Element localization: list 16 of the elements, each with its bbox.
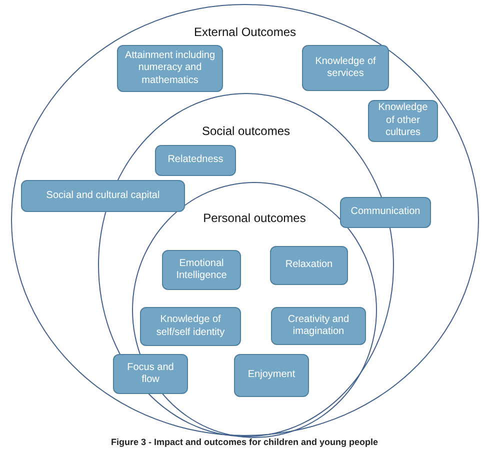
outcome-box: Attainment including numeracy and mathematics — [117, 45, 223, 92]
outcome-box: Social and cultural capital — [21, 180, 185, 212]
outcome-box: Enjoyment — [234, 354, 309, 397]
outcome-box: Knowledge of self/self identity — [140, 307, 241, 346]
outcome-box: Knowledge of services — [302, 45, 389, 91]
outcome-box: Emotional Intelligence — [162, 250, 241, 290]
outcome-box: Focus and flow — [113, 354, 188, 394]
outcome-circle — [11, 4, 479, 436]
circle-heading: Personal outcomes — [202, 211, 307, 225]
outcome-box: Creativity and imagination — [271, 307, 366, 345]
outcome-box: Communication — [340, 197, 431, 228]
circle-heading: External Outcomes — [192, 25, 298, 39]
outcome-box: Relaxation — [270, 246, 348, 285]
outcome-box: Relatedness — [155, 145, 236, 176]
outcome-box: Knowledge of other cultures — [368, 100, 438, 142]
figure-caption: Figure 3 - Impact and outcomes for children and young people — [110, 437, 380, 447]
